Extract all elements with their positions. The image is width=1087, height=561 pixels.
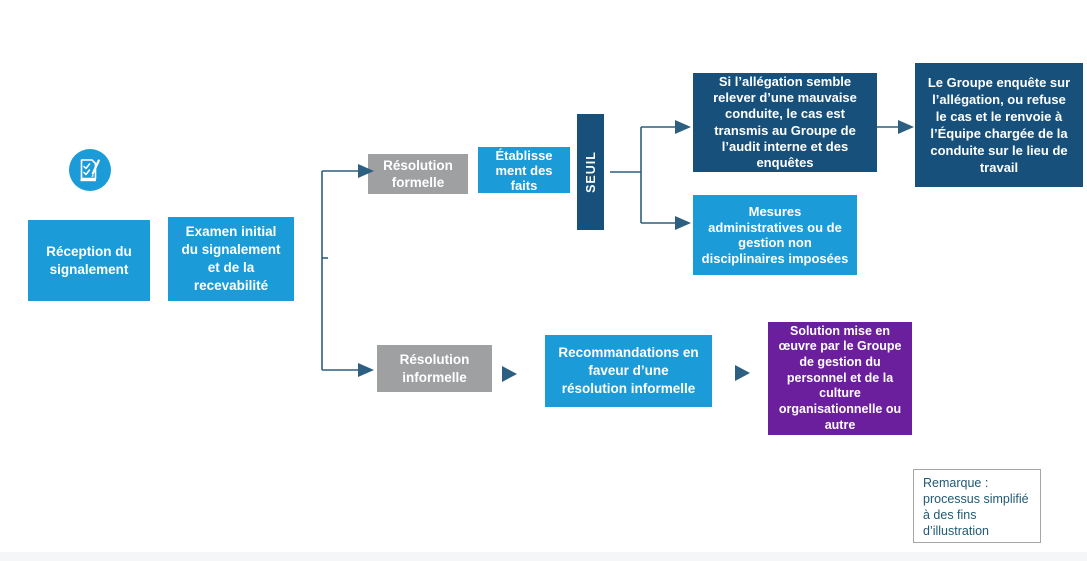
arrow-right-icon bbox=[735, 365, 750, 381]
node-examen-initial: Examen initial du signalement et de la r… bbox=[168, 217, 294, 301]
arrow-right-icon bbox=[675, 120, 691, 134]
node-seuil-threshold: SEUIL bbox=[577, 114, 604, 230]
arrow-right-icon bbox=[502, 366, 517, 382]
node-resolution-formelle-label: Résolution formelle bbox=[383, 158, 453, 190]
node-transmission-audit-interne: Si l’allégation semble relever d’une mau… bbox=[693, 73, 877, 172]
report-checklist-icon-svg bbox=[69, 149, 111, 191]
note-box: Remarque : processus simplifié à des fin… bbox=[913, 469, 1041, 543]
arrow-right-icon bbox=[675, 216, 691, 230]
node-mesures-label: Mesures administratives ou de gestion no… bbox=[701, 204, 849, 266]
page-bottom-strip bbox=[0, 552, 1087, 561]
node-solution-label: Solution mise en œuvre par le Groupe de … bbox=[778, 323, 902, 432]
node-etablissement-des-faits: Établisse​ment des faits bbox=[478, 147, 570, 193]
node-reception-label: Réception du signalement bbox=[46, 243, 132, 277]
node-groupe-enquete: Le Groupe enquête sur l’allégation, ou r… bbox=[915, 63, 1083, 187]
node-seuil-label: SEUIL bbox=[583, 151, 598, 193]
node-solution-mise-en-oeuvre: Solution mise en œuvre par le Groupe de … bbox=[768, 322, 912, 435]
node-recommandations: Recommandations en faveur d’une résoluti… bbox=[545, 335, 712, 407]
node-reception-signalement: Réception du signalement bbox=[28, 220, 150, 301]
node-groupe-enquete-label: Le Groupe enquête sur l’allégation, ou r… bbox=[927, 75, 1071, 175]
node-examen-label: Examen initial du signalement et de la r… bbox=[181, 224, 281, 293]
node-recommandations-label: Recommandations en faveur d’une résoluti… bbox=[558, 345, 699, 396]
report-checklist-icon bbox=[68, 148, 112, 192]
node-resolution-informelle: Résolution informelle bbox=[377, 345, 492, 392]
node-mesures-administratives: Mesures administratives ou de gestion no… bbox=[693, 195, 857, 275]
node-transmission-label: Si l’allégation semble relever d’une mau… bbox=[713, 73, 857, 171]
node-resolution-formelle: Résolution formelle bbox=[368, 154, 468, 194]
node-resolution-informelle-label: Résolution informelle bbox=[399, 351, 470, 385]
node-etablissement-label: Établisse​ment des faits bbox=[495, 147, 553, 193]
arrow-right-icon bbox=[898, 120, 914, 134]
arrow-right-icon bbox=[358, 363, 374, 377]
note-text: Remarque : processus simplifié à des fin… bbox=[923, 476, 1029, 538]
